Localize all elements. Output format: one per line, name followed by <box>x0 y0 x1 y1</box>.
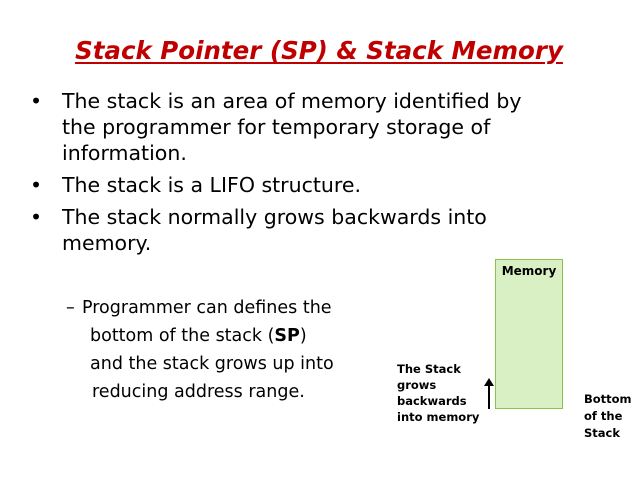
sub-bullet-text: Programmer can defines the <box>82 298 332 318</box>
memory-label: Memory <box>501 264 557 278</box>
bullet-line: The stack is an area of memory identifie… <box>62 89 522 113</box>
sub-bullet-line: and the stack grows up into <box>66 350 386 378</box>
note-line: grows <box>397 378 437 392</box>
note-line: Stack <box>584 426 621 440</box>
bullet-item: • The stack normally grows backwards int… <box>30 204 590 256</box>
bullet-line: The stack normally grows backwards into <box>62 205 487 229</box>
bullet-line: the programmer for temporary storage of <box>62 115 491 139</box>
note-line: backwards <box>397 394 467 408</box>
bullet-item: • The stack is a LIFO structure. <box>30 172 590 198</box>
slide-title: Stack Pointer (SP) & Stack Memory <box>75 36 563 65</box>
note-line: The Stack <box>397 362 461 376</box>
sub-bullet: – Programmer can defines the bottom of t… <box>66 294 386 406</box>
sub-bullet-dash: – <box>66 298 75 318</box>
bullet-line: The stack is a LIFO structure. <box>62 173 362 197</box>
sub-bullet-line: Programmer can defines the <box>66 294 386 322</box>
memory-box: Memory <box>495 259 563 409</box>
sub-bullet-text: ) <box>299 326 307 346</box>
note-line: Bottom <box>584 392 632 406</box>
sub-bullet-text: and the stack grows up into <box>90 354 334 374</box>
stack-grows-note: The Stack grows backwards into memory <box>397 361 479 425</box>
sub-bullet-line: reducing address range. <box>66 378 386 406</box>
up-arrow-icon <box>484 378 494 409</box>
bullet-dot: • <box>30 89 43 113</box>
bullet-item: • The stack is an area of memory identif… <box>30 88 590 166</box>
bullet-dot: • <box>30 173 43 197</box>
bullet-list: • The stack is an area of memory identif… <box>30 88 590 262</box>
bottom-of-stack-note: Bottom of the Stack <box>584 391 632 442</box>
note-line: into memory <box>397 410 480 424</box>
bullet-line: memory. <box>62 231 152 255</box>
note-line: of the <box>584 409 623 423</box>
sp-bold: SP <box>274 326 300 346</box>
bullet-dot: • <box>30 205 43 229</box>
bullet-line: information. <box>62 141 187 165</box>
sub-bullet-line: bottom of the stack (SP) <box>66 322 386 350</box>
sub-bullet-text: reducing address range. <box>92 382 305 402</box>
sub-bullet-text: bottom of the stack ( <box>90 326 275 346</box>
